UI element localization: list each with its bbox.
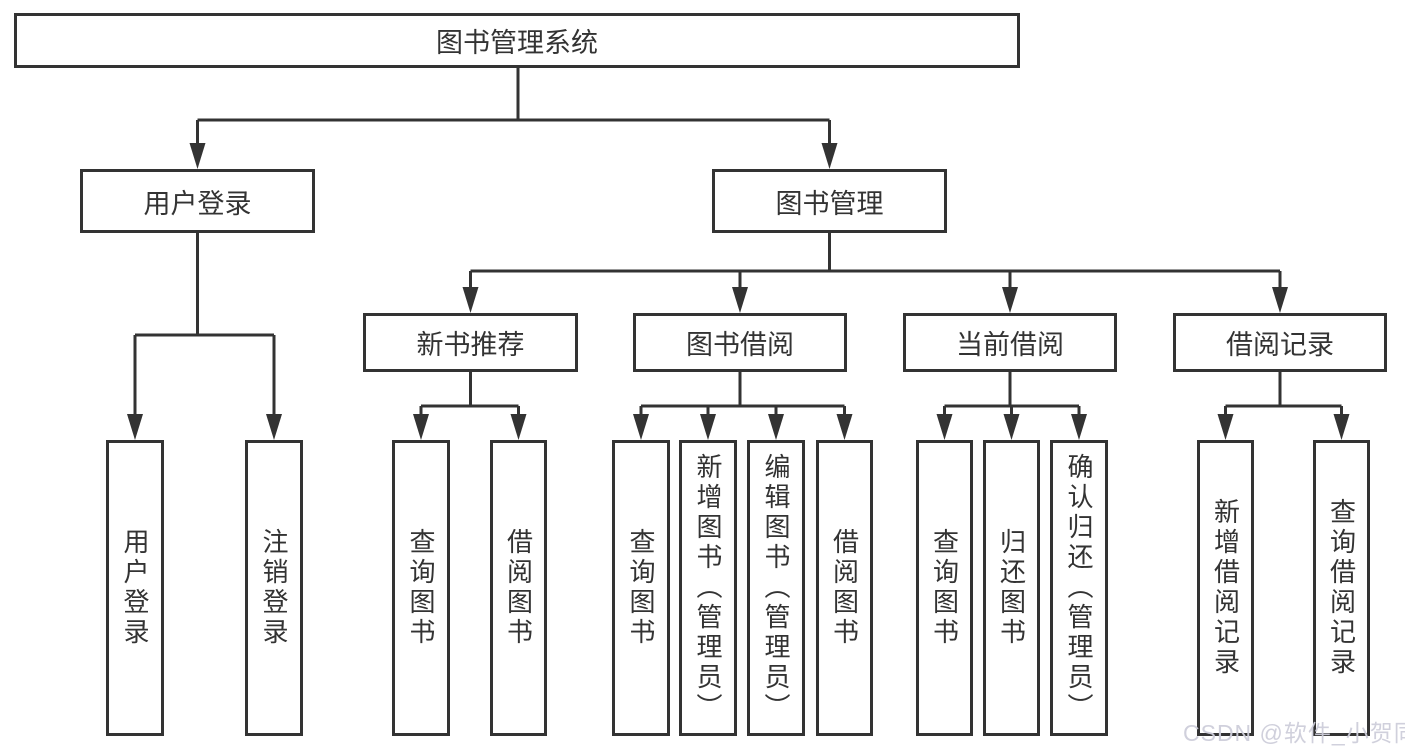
node-library-management-system: 图书管理系统 [14, 13, 1020, 68]
node-label: 图书借阅 [686, 330, 794, 360]
node-borrowing-records: 借阅记录 [1173, 313, 1387, 372]
node-book-management: 图书管理 [712, 169, 947, 233]
arrowhead-icon [836, 414, 853, 440]
arrowhead-icon [936, 414, 953, 440]
arrowhead-icon [700, 414, 716, 440]
leaf-borrow-books-under-borrowing: 借阅图书 [816, 440, 873, 736]
node-label: 借阅图书 [829, 528, 860, 648]
leaf-borrow-books-under-recommendation: 借阅图书 [490, 440, 547, 736]
node-label: 查询图书 [929, 528, 960, 648]
arrowhead-icon [189, 143, 206, 169]
arrowhead-icon [1217, 414, 1234, 440]
node-current-borrowing: 当前借阅 [903, 313, 1117, 372]
leaf-query-books-under-current: 查询图书 [916, 440, 973, 736]
leaf-user-login: 用户登录 [106, 440, 164, 736]
arrowhead-icon [732, 287, 748, 313]
node-label: 新增借阅记录 [1210, 498, 1241, 678]
arrowhead-icon [768, 414, 784, 440]
arrowhead-icon [266, 414, 282, 440]
node-label: 确认归还（管理员） [1064, 453, 1094, 723]
node-label: 查询图书 [626, 528, 656, 648]
node-label: 图书管理 [775, 188, 884, 219]
node-label: 用户登录 [120, 528, 150, 648]
arrowhead-icon [413, 414, 429, 440]
node-user-login: 用户登录 [80, 169, 315, 233]
leaf-edit-book-admin: 编辑图书（管理员） [747, 440, 805, 736]
arrowhead-icon [462, 287, 479, 313]
arrowhead-icon [821, 143, 838, 169]
arrowhead-icon [1002, 287, 1018, 313]
node-label: 注销登录 [259, 528, 289, 648]
node-label: 图书管理系统 [436, 28, 598, 58]
arrowhead-icon [1071, 414, 1087, 440]
node-label: 用户登录 [143, 188, 252, 219]
node-label: 查询图书 [406, 528, 436, 648]
node-label: 新增图书（管理员） [693, 453, 723, 723]
arrowhead-icon [1333, 414, 1350, 440]
leaf-add-book-admin: 新增图书（管理员） [679, 440, 737, 736]
leaf-query-books-under-recommendation: 查询图书 [392, 440, 450, 736]
leaf-logout: 注销登录 [245, 440, 303, 736]
arrowhead-icon [127, 414, 143, 440]
arrowhead-icon [1272, 287, 1288, 313]
node-label: 查询借阅记录 [1326, 498, 1357, 678]
node-book-borrowing: 图书借阅 [633, 313, 847, 372]
node-label: 编辑图书（管理员） [761, 453, 791, 723]
arrowhead-icon [510, 414, 527, 440]
node-label: 当前借阅 [956, 330, 1064, 360]
leaf-confirm-return-admin: 确认归还（管理员） [1050, 440, 1108, 736]
csdn-watermark: CSDN @软件_小贺同学 [1183, 720, 1405, 746]
arrowhead-icon [1003, 414, 1020, 440]
leaf-add-borrow-record: 新增借阅记录 [1197, 440, 1254, 736]
node-new-book-recommendation: 新书推荐 [363, 313, 578, 372]
node-label: 借阅记录 [1226, 330, 1334, 360]
arrowhead-icon [633, 414, 649, 440]
node-label: 新书推荐 [416, 330, 525, 360]
node-label: 归还图书 [996, 528, 1027, 648]
leaf-query-borrow-record: 查询借阅记录 [1313, 440, 1370, 736]
leaf-query-books-under-borrowing: 查询图书 [612, 440, 670, 736]
leaf-return-books: 归还图书 [983, 440, 1040, 736]
node-label: 借阅图书 [503, 528, 534, 648]
